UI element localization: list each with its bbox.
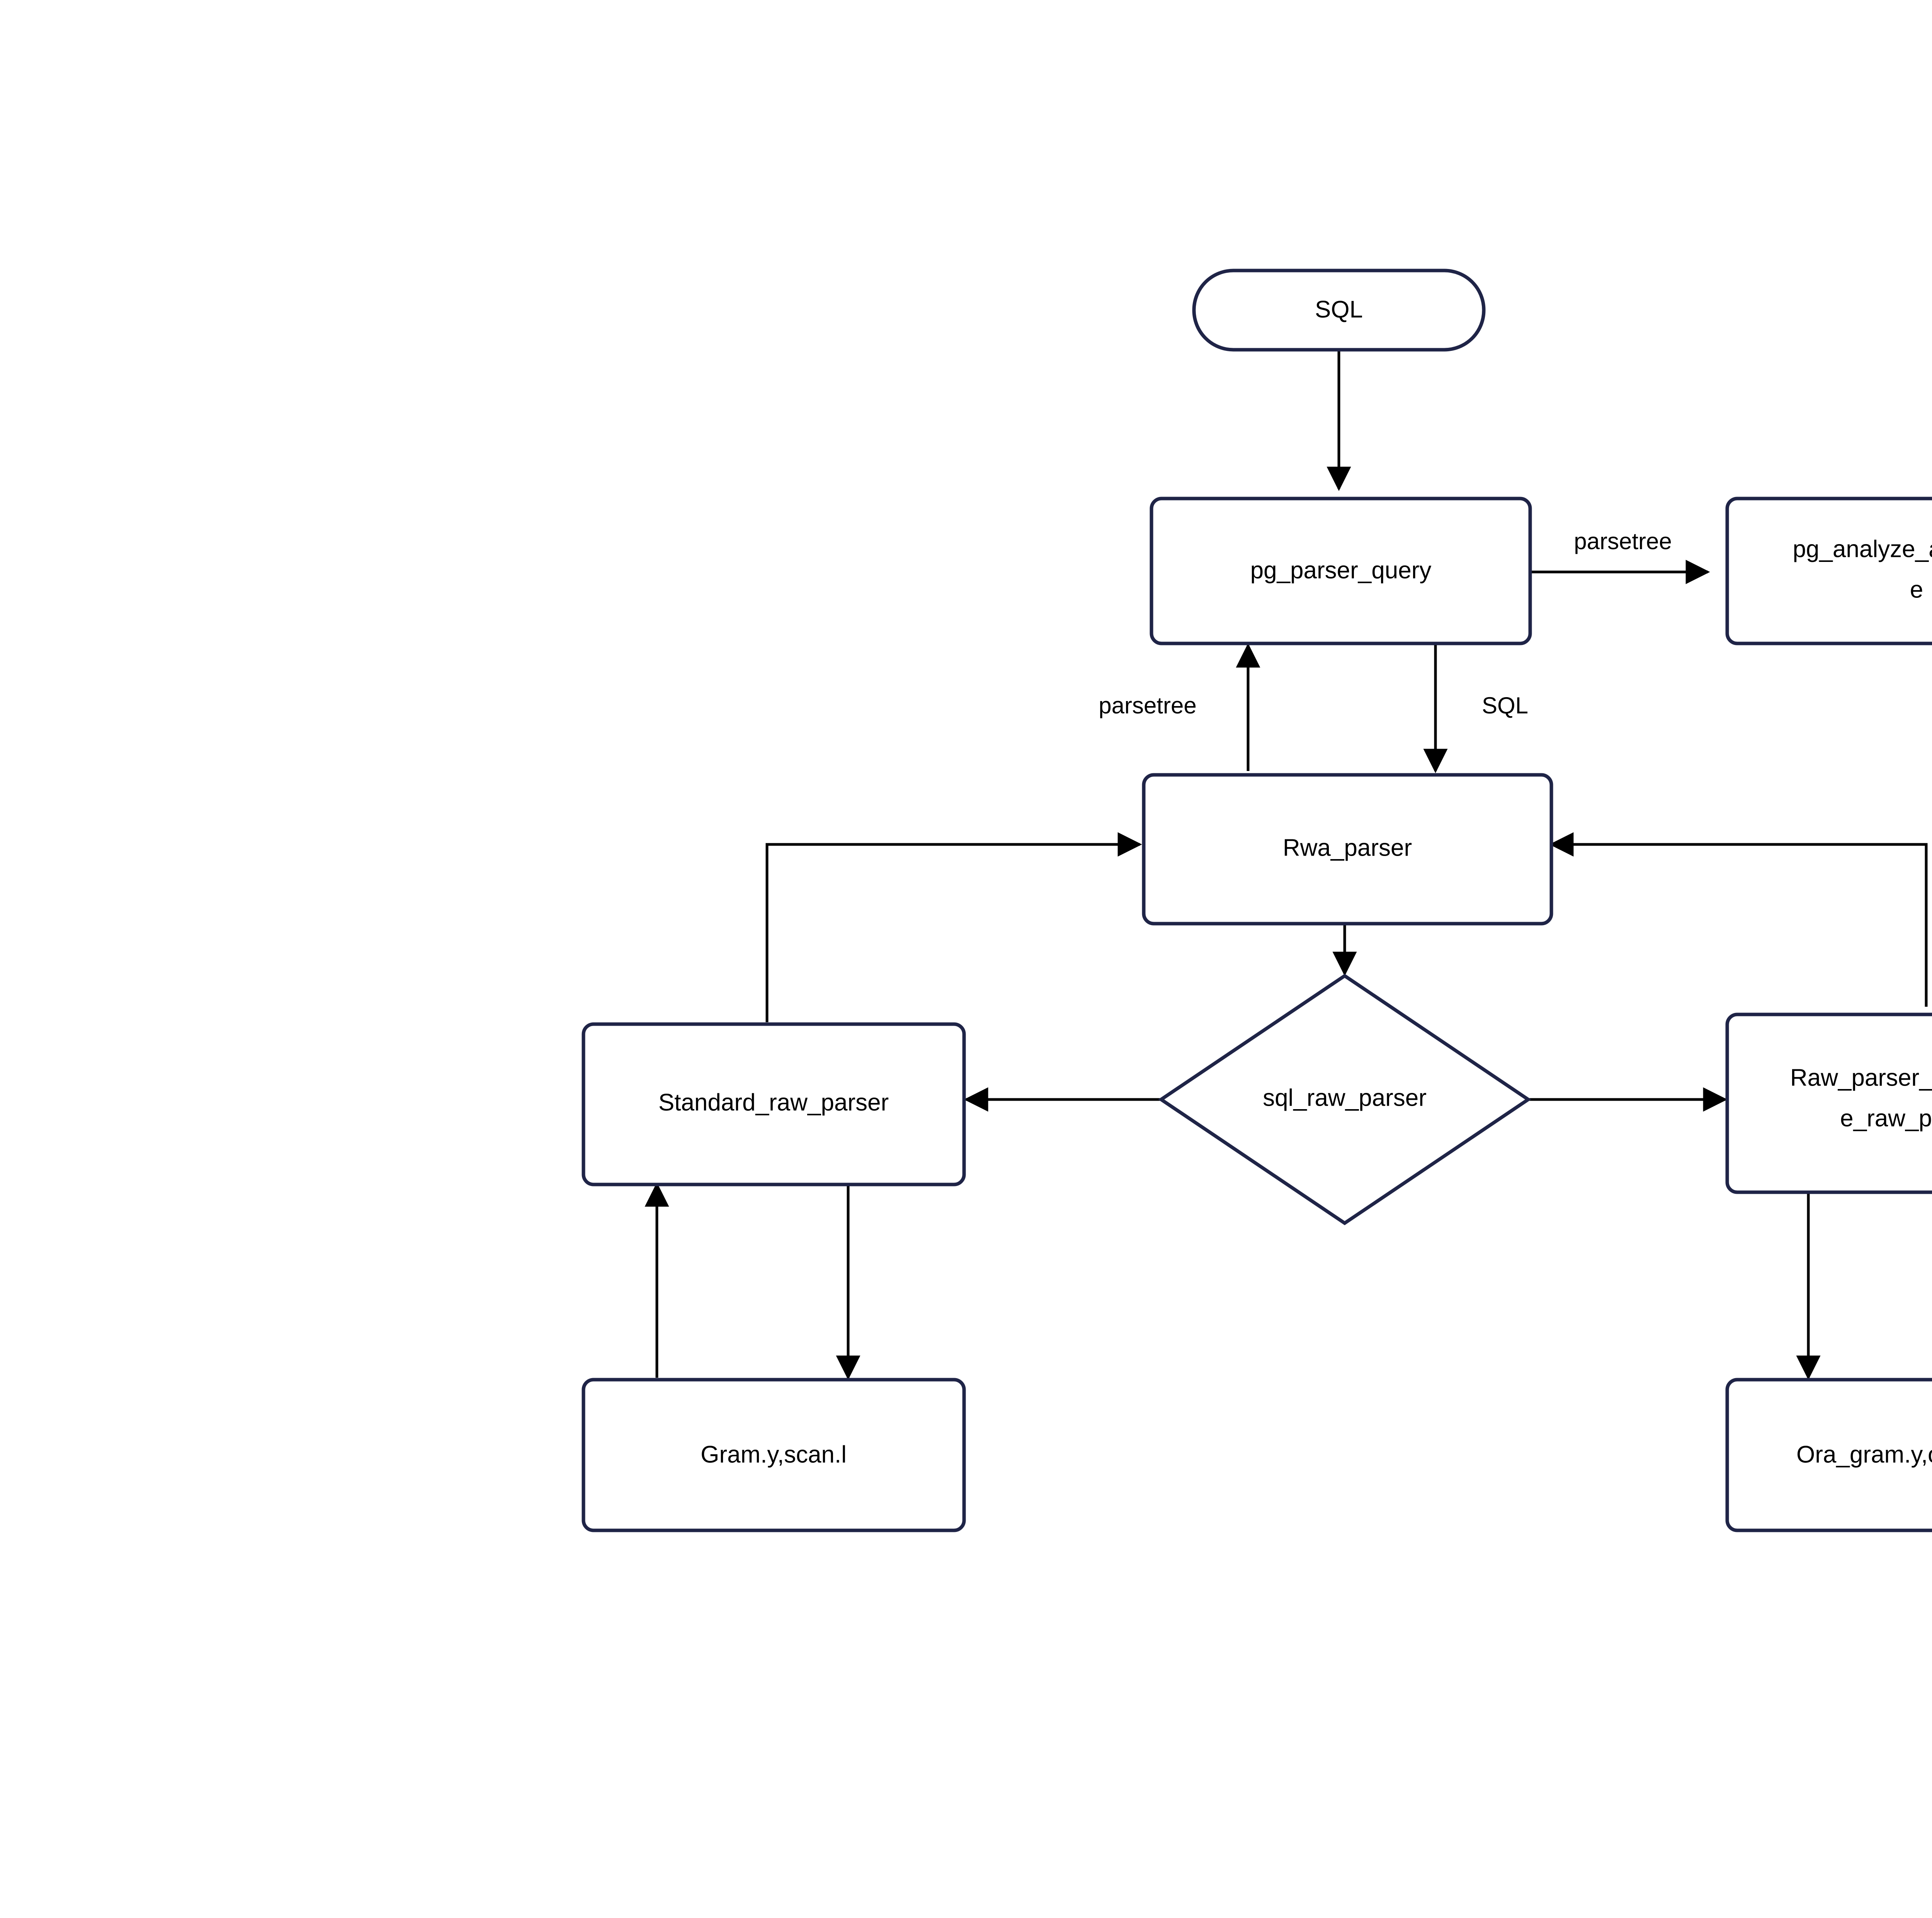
node-rwa-parser-label: Rwa_parser [1283, 834, 1412, 861]
node-pg-parser-query-shape [1150, 497, 1532, 645]
node-gram-scan-label: Gram.y,scan.l [701, 1441, 847, 1468]
node-standard-raw-parser[interactable]: Standard_raw_parser [582, 1022, 966, 1186]
edge-standard-raw-parser-to-rwa-parser [765, 832, 1142, 1022]
edge-label-rwa-to-pg: parsetree [1099, 693, 1196, 718]
node-pg-analyze-and-rewrite-label-line2: e [1910, 576, 1923, 603]
node-raw-parser-hook-label-line2: e_raw_parser) [1840, 1105, 1932, 1132]
node-sql-start-shape [1192, 269, 1486, 352]
node-raw-parser-hook-shape [1725, 1013, 1932, 1194]
node-standard-raw-parser-shape [582, 1022, 966, 1186]
node-pg-analyze-and-rewrite-label-line1: pg_analyze_and_rewrit [1793, 536, 1932, 562]
node-gram-scan-shape [582, 1378, 966, 1532]
node-raw-parser-hook-label-line1: Raw_parser_hook(oracl [1790, 1064, 1932, 1091]
edge-raw-parser-hook-to-rwa-parser [1549, 832, 1928, 1007]
node-pg-parser-query-label: pg_parser_query [1250, 557, 1432, 584]
edge-label-pg-to-rwa: SQL [1482, 693, 1528, 718]
node-pg-analyze-and-rewrite[interactable]: pg_analyze_and_rewrit e [1725, 497, 1932, 645]
node-standard-raw-parser-label: Standard_raw_parser [658, 1089, 889, 1116]
node-ora-gram-scan-shape [1725, 1378, 1932, 1532]
node-pg-parser-query[interactable]: pg_parser_query [1150, 497, 1532, 645]
node-gram-scan[interactable]: Gram.y,scan.l [582, 1378, 966, 1532]
node-sql-raw-parser[interactable]: sql_raw_parser [1158, 973, 1532, 1225]
edge-label-pg-to-analyze: parsetree [1574, 528, 1672, 554]
node-raw-parser-hook[interactable]: Raw_parser_hook(oracl e_raw_parser) [1725, 1013, 1932, 1194]
node-rwa-parser[interactable]: Rwa_parser [1142, 773, 1553, 926]
node-rwa-parser-shape [1142, 773, 1553, 926]
node-pg-analyze-and-rewrite-shape [1725, 497, 1932, 645]
node-sql-raw-parser-label: sql_raw_parser [1263, 1084, 1427, 1111]
node-sql-raw-parser-shape [1158, 973, 1532, 1225]
node-sql-start[interactable]: SQL [1192, 269, 1486, 352]
node-ora-gram-scan-label: Ora_gram.y,ora_scan.l [1796, 1441, 1932, 1468]
node-sql-start-label: SQL [1315, 296, 1363, 323]
node-ora-gram-scan[interactable]: Ora_gram.y,ora_scan.l [1725, 1378, 1932, 1532]
